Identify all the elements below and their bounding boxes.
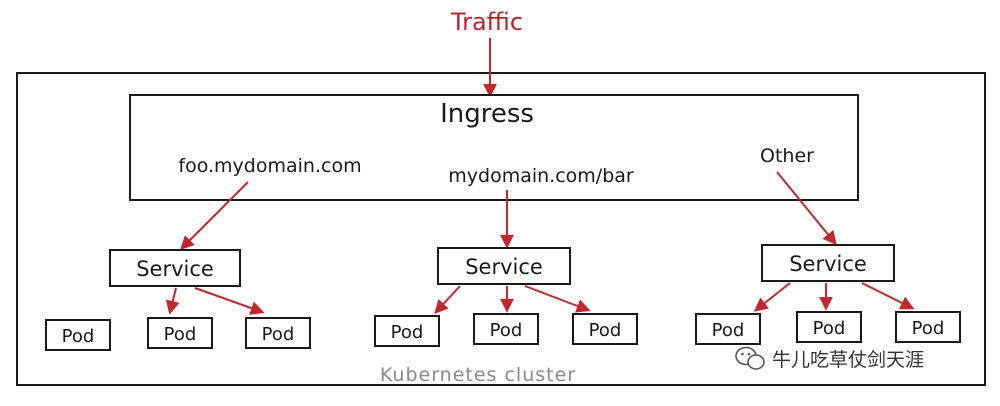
pod-label: Pod (391, 322, 424, 343)
ingress-title: Ingress (440, 99, 534, 129)
service-1: Service (109, 249, 241, 287)
service-label: Service (789, 252, 867, 276)
ingress-rule-bar: mydomain.com/bar (448, 165, 634, 187)
pod: Pod (895, 311, 961, 343)
pod-label: Pod (262, 324, 295, 345)
service-box (761, 244, 895, 282)
cluster-boundary (16, 72, 986, 386)
pod-label: Pod (813, 318, 846, 339)
ingress-rule-other: Other (760, 145, 814, 167)
arrow-other-to-service (776, 171, 837, 246)
pod: Pod (695, 313, 761, 345)
pod-label: Pod (589, 320, 622, 341)
service-3: Service (761, 244, 895, 282)
service-box (437, 247, 571, 285)
arrow-service2-pod3 (524, 285, 591, 313)
wechat-icon (735, 346, 765, 370)
service-2: Service (437, 247, 571, 285)
service-box (109, 249, 241, 287)
traffic-label: Traffic (450, 8, 523, 36)
pod: Pod (45, 319, 111, 351)
pod: Pod (796, 311, 862, 343)
service-label: Service (465, 255, 543, 279)
arrow-service1-pod2 (194, 287, 265, 315)
pod: Pod (572, 313, 638, 345)
pod-label: Pod (712, 320, 745, 341)
pod: Pod (245, 317, 311, 349)
pod-label: Pod (62, 326, 95, 347)
service-label: Service (136, 257, 214, 281)
pod-label: Pod (912, 318, 945, 339)
cluster-label: Kubernetes cluster (380, 364, 576, 386)
pod: Pod (374, 315, 440, 347)
watermark-text: 牛儿吃草仗剑天涯 (772, 349, 924, 371)
pod: Pod (147, 317, 213, 349)
arrow-foo-to-service (180, 181, 249, 250)
pod-label: Pod (490, 320, 523, 341)
pod: Pod (473, 313, 539, 345)
arrow-service1-pod1 (165, 287, 180, 315)
pod-label: Pod (164, 324, 197, 345)
ingress-box (129, 94, 859, 201)
arrow-service3-pod3 (861, 282, 915, 310)
arrow-service2-pod1 (434, 285, 461, 315)
ingress-rule-foo: foo.mydomain.com (178, 155, 361, 177)
watermark: 牛儿吃草仗剑天涯 (735, 346, 924, 371)
arrow-service3-pod1 (753, 282, 791, 312)
